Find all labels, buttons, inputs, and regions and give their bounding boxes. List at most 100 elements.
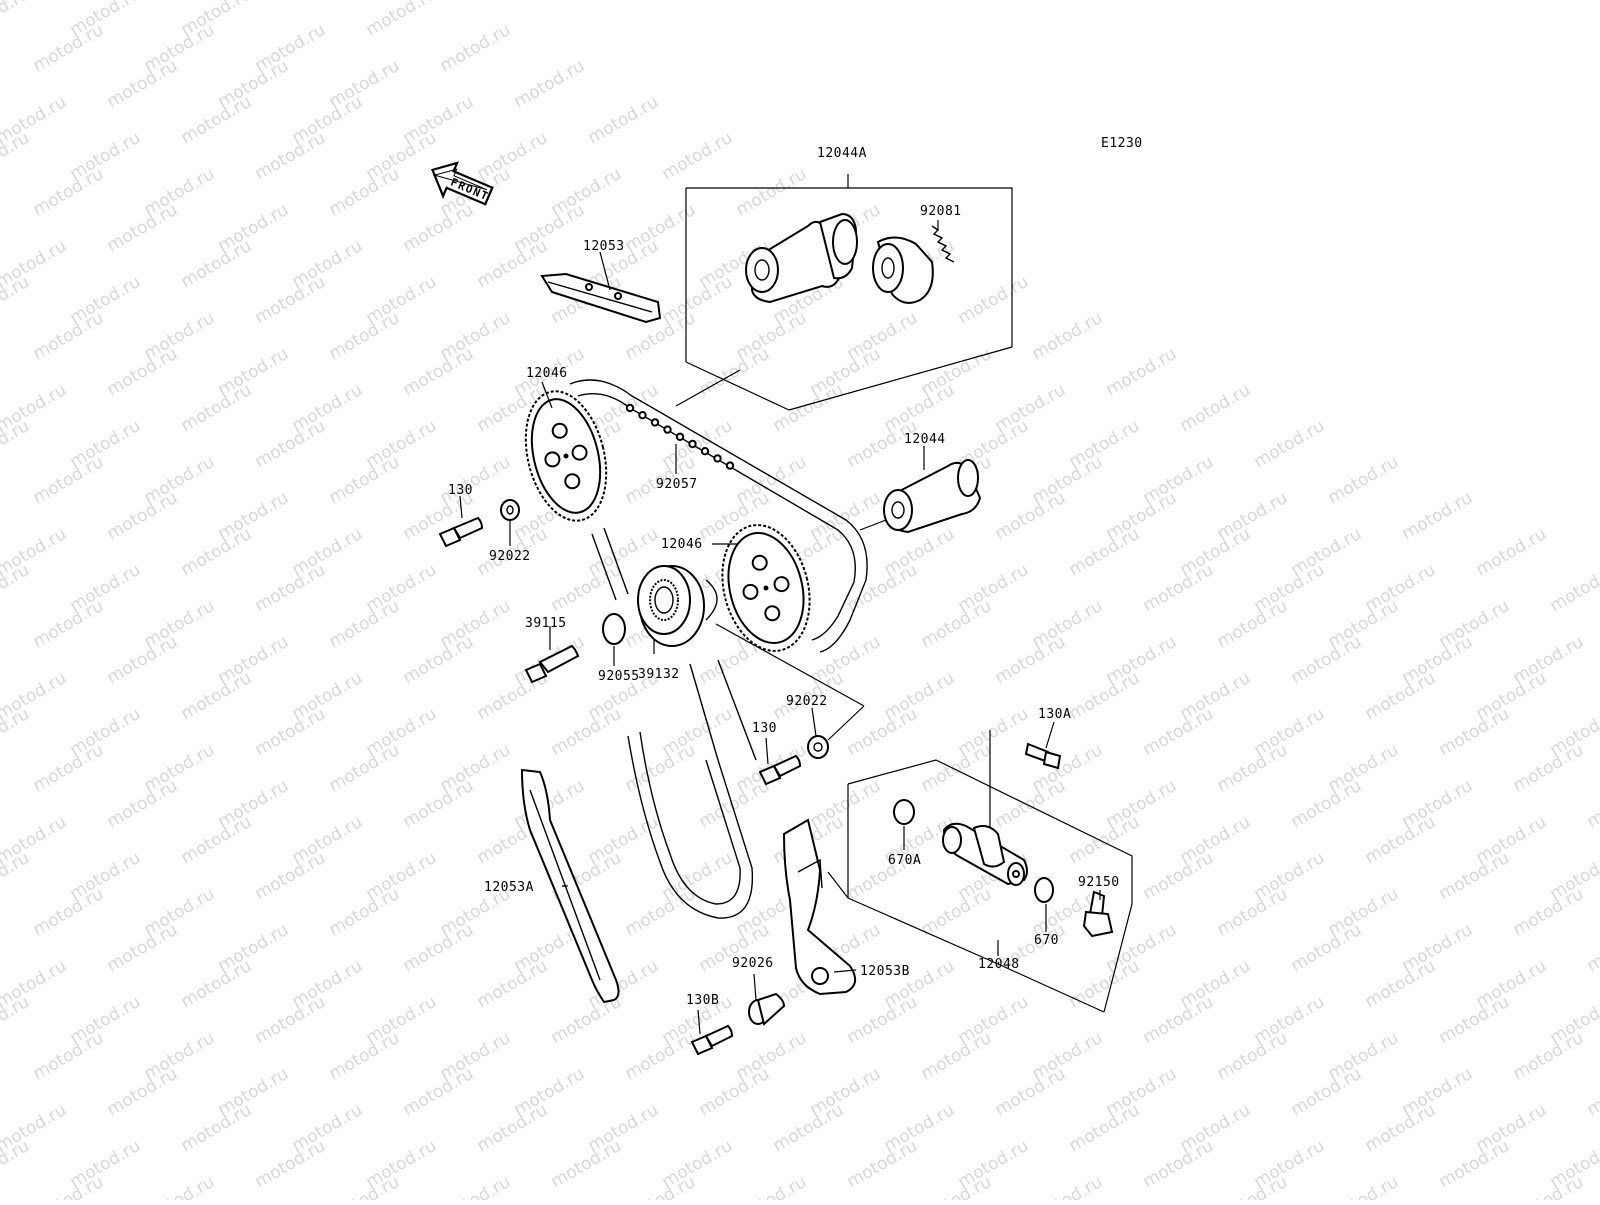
watermark-text: motod.ru [1103, 344, 1181, 400]
callout-12044: 12044 [904, 432, 946, 447]
watermark-text: motod.ru [1177, 380, 1255, 436]
decompressor-weight [873, 237, 933, 302]
watermark-text: motod.ru [1399, 488, 1477, 544]
watermark-text: motod.ru [1362, 812, 1440, 868]
watermark-text: motod.ru [548, 560, 626, 616]
watermark-text: motod.ru [1288, 920, 1366, 976]
watermark-text: motod.ru [178, 236, 256, 292]
callout-92081: 92081 [920, 204, 962, 219]
watermark-text: motod.ru [1140, 704, 1218, 760]
watermark-text: motod.ru [622, 740, 700, 796]
watermark-text: motod.ru [1066, 524, 1144, 580]
watermark-text: motod.ru [955, 272, 1033, 328]
tensioner-guide-12053b [784, 820, 855, 994]
cam-sprocket-mid [710, 516, 822, 661]
callout-130-mid: 130 [752, 721, 777, 736]
watermark-text: motod.ru [0, 0, 33, 40]
watermark-text: motod.ru [178, 92, 256, 148]
watermark-text: motod.ru [1288, 632, 1366, 688]
callout-92022-mid: 92022 [786, 694, 828, 709]
watermark-text: motod.ru [1029, 1172, 1107, 1200]
watermark-text: motod.ru [252, 992, 330, 1048]
drive-sprocket-39132 [638, 566, 704, 646]
watermark-text: motod.ru [1214, 740, 1292, 796]
watermark-text: motod.ru [326, 308, 404, 364]
chain-link [627, 405, 633, 411]
watermark-text: motod.ru [104, 1064, 182, 1120]
watermark-text: motod.ru [30, 1028, 108, 1084]
watermark-text: motod.ru [252, 416, 330, 472]
watermark-text: motod.ru [30, 20, 108, 76]
callout-92150: 92150 [1078, 875, 1120, 890]
watermark-text: motod.ru [1029, 308, 1107, 364]
watermark-text: motod.ru [1214, 1028, 1292, 1084]
watermark-text: motod.ru [252, 128, 330, 184]
watermark-text: motod.ru [918, 884, 996, 940]
watermark-text: motod.ru [659, 128, 737, 184]
callout-12053: 12053 [583, 239, 625, 254]
watermark-text: motod.ru [992, 776, 1070, 832]
watermark-text: motod.ru [1362, 1100, 1440, 1156]
watermark-text: motod.ru [770, 1100, 848, 1156]
watermark-text: motod.ru [104, 488, 182, 544]
watermark-text: motod.ru [918, 1028, 996, 1084]
watermark-text: motod.ru [1288, 1064, 1366, 1120]
watermark-text: motod.ru [622, 1028, 700, 1084]
watermark-text: motod.ru [1362, 668, 1440, 724]
watermark-text: motod.ru [1436, 992, 1514, 1048]
watermark-text: motod.ru [474, 1100, 552, 1156]
watermark-text: motod.ru [252, 1136, 330, 1192]
watermark-text: motod.ru [104, 200, 182, 256]
watermark-text: motod.ru [30, 164, 108, 220]
collar-92026 [749, 994, 784, 1024]
watermark-text: motod.ru [992, 1064, 1070, 1120]
watermark-text: motod.ru [1214, 596, 1292, 652]
watermark-text: motod.ru [696, 1064, 774, 1120]
callout-92055: 92055 [598, 669, 640, 684]
watermark-text: motod.ru [1214, 884, 1292, 940]
callout-12046-top: 12046 [526, 366, 568, 381]
watermark-text: motod.ru [844, 704, 922, 760]
callout-130b: 130B [686, 993, 719, 1008]
callout-12046-mid: 12046 [661, 537, 703, 552]
chain-link [689, 441, 695, 447]
watermark-text: motod.ru [178, 1100, 256, 1156]
watermark-text: motod.ru [178, 812, 256, 868]
watermark-text: motod.ru [252, 560, 330, 616]
watermark-text: motod.ru [400, 920, 478, 976]
watermark-text: motod.ru [326, 596, 404, 652]
watermark-text: motod.ru [326, 452, 404, 508]
chain-link [677, 434, 683, 440]
washer-92022-top [501, 500, 519, 520]
o-ring-92055 [603, 614, 625, 644]
watermark-text: motod.ru [30, 884, 108, 940]
chain-link [639, 412, 645, 418]
diagram-code: E1230 [1101, 136, 1143, 151]
watermark-text: motod.ru [1510, 740, 1588, 796]
callout-130a: 130A [1038, 707, 1071, 722]
watermark-text: motod.ru [178, 380, 256, 436]
camshaft-12044 [884, 460, 980, 532]
watermark-text: motod.ru [326, 884, 404, 940]
watermark-text: motod.ru [992, 632, 1070, 688]
watermark-text: motod.ru [1066, 668, 1144, 724]
watermark-text: motod.ru [1140, 848, 1218, 904]
watermark-text: motod.ru [1436, 848, 1514, 904]
watermark-text: motod.ru [548, 1136, 626, 1192]
chain-link [727, 462, 733, 468]
watermark-text: motod.ru [437, 1172, 515, 1200]
watermark-text: motod.ru [30, 308, 108, 364]
callout-130-top: 130 [448, 483, 473, 498]
watermark-text: motod.ru [1140, 992, 1218, 1048]
watermark-text: motod.ru [733, 164, 811, 220]
watermark-text: motod.ru [548, 704, 626, 760]
callout-670a: 670A [888, 853, 921, 868]
watermark-text: motod.ru [363, 0, 441, 40]
watermark-text: motod.ru [400, 632, 478, 688]
watermark-text: motod.ru [437, 20, 515, 76]
watermark-text: motod.ru [1140, 560, 1218, 616]
watermark-text: motod.ru [30, 452, 108, 508]
watermark-text: motod.ru [178, 668, 256, 724]
